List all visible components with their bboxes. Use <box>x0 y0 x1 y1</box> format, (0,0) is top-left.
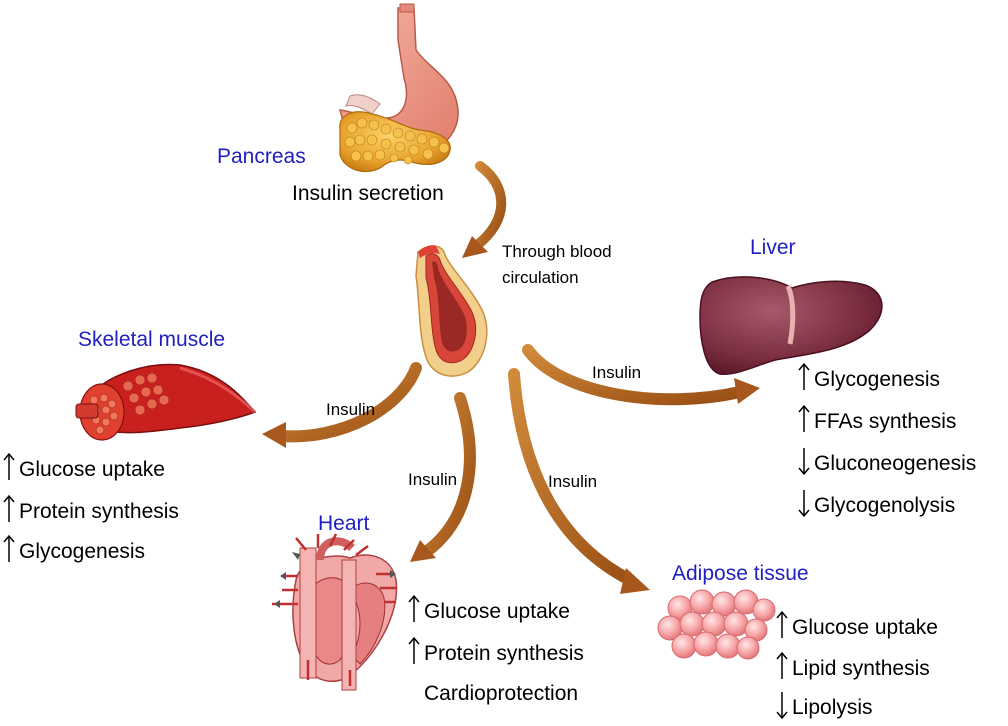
up-arrow-icon <box>407 636 424 672</box>
down-arrow-icon <box>797 488 814 524</box>
muscle-effect-item: Glucose uptake <box>2 452 165 488</box>
liver-effect-item: Gluconeogenesis <box>797 446 976 482</box>
adipose-tissue-illustration <box>657 589 776 660</box>
insulin-label-heart: Insulin <box>408 470 458 489</box>
muscle-effect-text: Glycogenesis <box>19 540 146 563</box>
pancreas-label: Pancreas <box>217 145 306 168</box>
down-arrow-icon <box>776 692 788 720</box>
circulation-label-line2: circulation <box>502 268 579 287</box>
no-arrow-spacer <box>407 676 421 706</box>
up-arrow-icon <box>407 594 424 630</box>
skeletal-muscle-label: Skeletal muscle <box>78 328 226 351</box>
liver-effect-text: Glycogenolysis <box>814 494 956 517</box>
liver-effect-item: Glycogenesis <box>797 362 940 398</box>
heart-illustration <box>272 533 398 691</box>
insulin-label-adipose: Insulin <box>548 472 598 491</box>
liver-illustration <box>699 276 883 375</box>
adipose-tissue-label: Adipose tissue <box>672 562 809 585</box>
pancreas-to-blood-arrow <box>462 161 507 258</box>
flow-arrows <box>262 161 760 594</box>
adipose-effect-item: Lipid synthesis <box>775 651 930 687</box>
down-arrow-icon <box>797 446 814 482</box>
liver-label: Liver <box>750 236 796 259</box>
up-arrow-icon <box>775 610 792 646</box>
heart-effect-text: Protein synthesis <box>424 642 584 665</box>
up-arrow-icon <box>2 452 19 488</box>
up-arrow-icon <box>2 494 19 530</box>
up-arrow-icon <box>776 651 788 679</box>
heart-effect-item: Cardioprotection <box>407 676 578 712</box>
up-arrow-icon <box>408 594 420 622</box>
liver-effect-text: Gluconeogenesis <box>814 452 977 475</box>
adipose-effect-item: Lipolysis <box>775 690 873 726</box>
insulin-label-muscle: Insulin <box>326 400 376 419</box>
liver-effect-text: FFAs synthesis <box>814 410 957 433</box>
muscle-effect-text: Glucose uptake <box>19 458 165 481</box>
up-arrow-icon <box>797 362 814 398</box>
down-arrow-icon <box>775 690 792 726</box>
liver-effect-item: FFAs synthesis <box>797 404 956 440</box>
blood-vessel-illustration <box>415 245 488 377</box>
liver-effect-text: Glycogenesis <box>814 368 941 391</box>
adipose-effect-text: Glucose uptake <box>792 616 938 639</box>
up-arrow-icon <box>3 534 15 562</box>
stomach-pancreas-illustration <box>338 3 459 173</box>
heart-effect-item: Protein synthesis <box>407 636 584 672</box>
down-arrow-icon <box>798 448 810 476</box>
up-arrow-icon <box>3 452 15 480</box>
heart-label: Heart <box>318 512 370 535</box>
heart-effect-item: Glucose uptake <box>407 594 570 630</box>
heart-effect-text: Glucose uptake <box>424 600 570 623</box>
no-arrow-spacer <box>407 676 424 712</box>
up-arrow-icon <box>798 362 810 390</box>
up-arrow-icon <box>776 610 788 638</box>
skeletal-muscle-illustration <box>75 363 257 441</box>
insulin-label-liver: Insulin <box>592 363 642 382</box>
blood-to-muscle-arrow <box>262 362 422 448</box>
blood-to-liver-arrow <box>522 344 760 406</box>
up-arrow-icon <box>3 494 15 522</box>
muscle-effect-text: Protein synthesis <box>19 500 179 523</box>
circulation-label-line1: Through blood <box>502 242 612 261</box>
up-arrow-icon <box>798 404 810 432</box>
muscle-effect-item: Protein synthesis <box>2 494 179 530</box>
muscle-effect-item: Glycogenesis <box>2 534 145 570</box>
blood-to-heart-arrow <box>410 392 476 562</box>
liver-effect-item: Glycogenolysis <box>797 488 955 524</box>
up-arrow-icon <box>408 636 420 664</box>
adipose-effect-text: Lipolysis <box>792 696 873 719</box>
up-arrow-icon <box>775 651 792 687</box>
insulin-secretion-label: Insulin secretion <box>292 182 444 205</box>
blood-to-adipose-arrow <box>508 368 650 594</box>
heart-effect-text: Cardioprotection <box>424 682 579 705</box>
up-arrow-icon <box>2 534 19 570</box>
down-arrow-icon <box>798 490 810 518</box>
adipose-effect-item: Glucose uptake <box>775 610 938 646</box>
adipose-effect-text: Lipid synthesis <box>792 657 930 680</box>
up-arrow-icon <box>797 404 814 440</box>
